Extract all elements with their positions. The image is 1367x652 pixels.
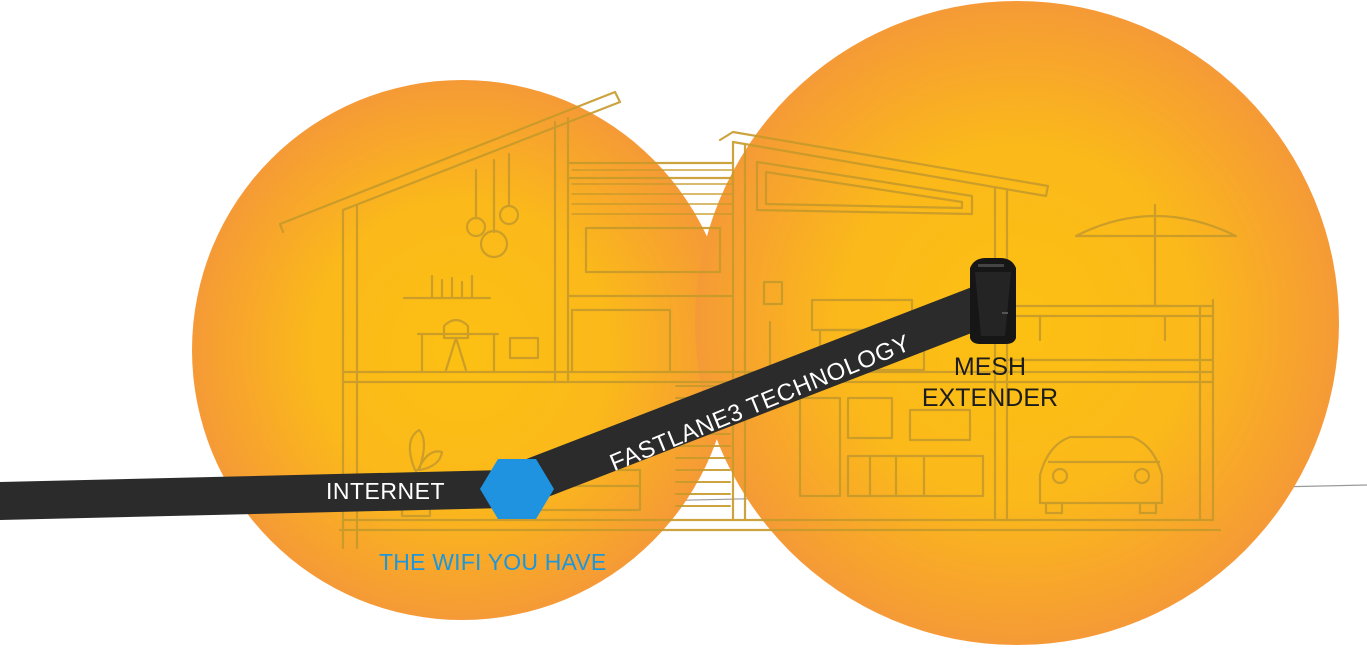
- wifi-you-have-label: THE WIFI YOU HAVE: [379, 549, 607, 575]
- coverage-area-extender: [695, 1, 1339, 645]
- car-icon: [1038, 435, 1164, 515]
- mesh-extender-device-icon[interactable]: [970, 258, 1016, 344]
- internet-label: INTERNET: [326, 478, 445, 504]
- mesh-label-line1: MESH: [953, 353, 1027, 381]
- coverage-area-router: [192, 80, 732, 620]
- router-hexagon-icon[interactable]: [480, 459, 554, 519]
- pendant-lamp-icon: [465, 152, 520, 259]
- umbrella-icon: [1074, 203, 1238, 308]
- fastlane-cable: [498, 282, 1000, 507]
- mesh-extender-label: MESH EXTENDER: [920, 352, 1060, 414]
- mesh-label-line2: EXTENDER: [921, 384, 1059, 412]
- internet-cable: [0, 470, 505, 520]
